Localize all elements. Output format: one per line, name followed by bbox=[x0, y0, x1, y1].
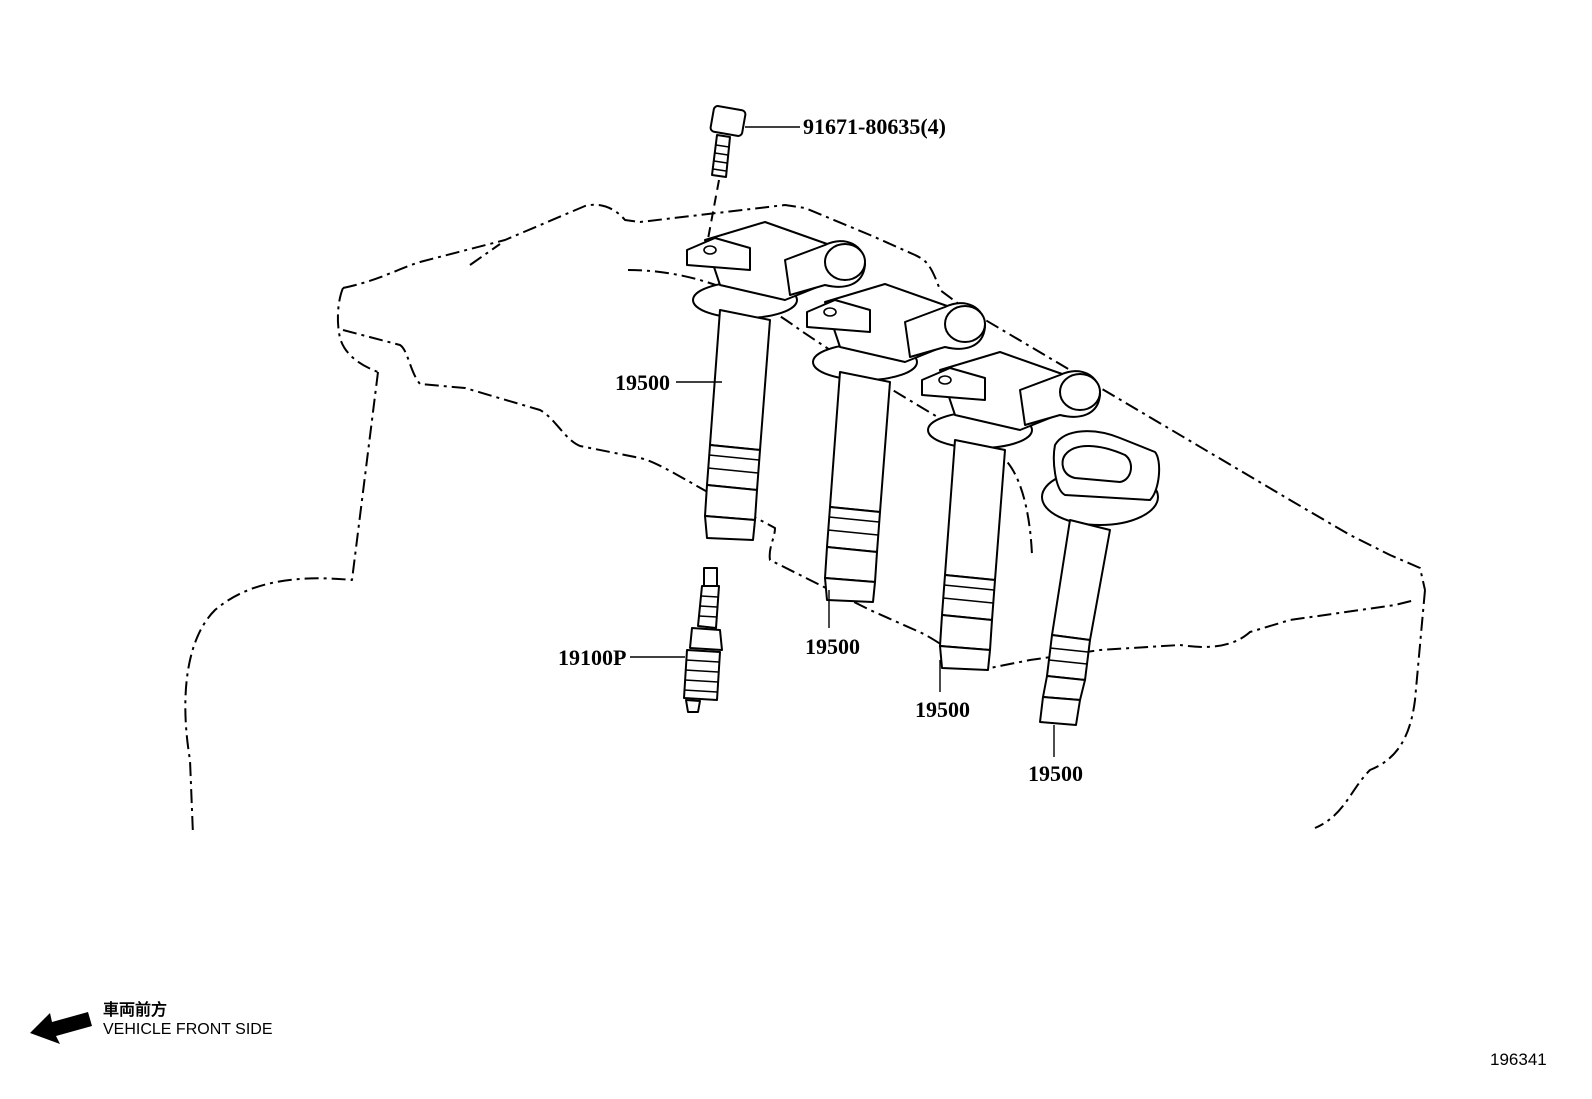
bolt-91671-80635 bbox=[704, 105, 747, 256]
engine-head-outline bbox=[184, 203, 1426, 836]
callout-bolt: 91671-80635(4) bbox=[803, 114, 946, 139]
callout-coil-2: 19500 bbox=[805, 634, 860, 659]
figure-id: 196341 bbox=[1490, 1050, 1547, 1069]
vehicle-front-label-jp: 車両前方 bbox=[103, 1000, 167, 1019]
vehicle-front-label-en: VEHICLE FRONT SIDE bbox=[103, 1021, 273, 1038]
callout-spark-plug: 19100P bbox=[558, 645, 626, 670]
ignition-coil-4 bbox=[1039, 430, 1161, 726]
arrow-left-down-icon bbox=[30, 1012, 92, 1044]
callout-coil-1: 19500 bbox=[615, 370, 670, 395]
vehicle-front-indicator: 車両前方 VEHICLE FRONT SIDE bbox=[30, 1000, 273, 1044]
callout-coil-3: 19500 bbox=[915, 697, 970, 722]
spark-plug-19100p bbox=[683, 567, 723, 713]
callout-coil-4: 19500 bbox=[1028, 761, 1083, 786]
